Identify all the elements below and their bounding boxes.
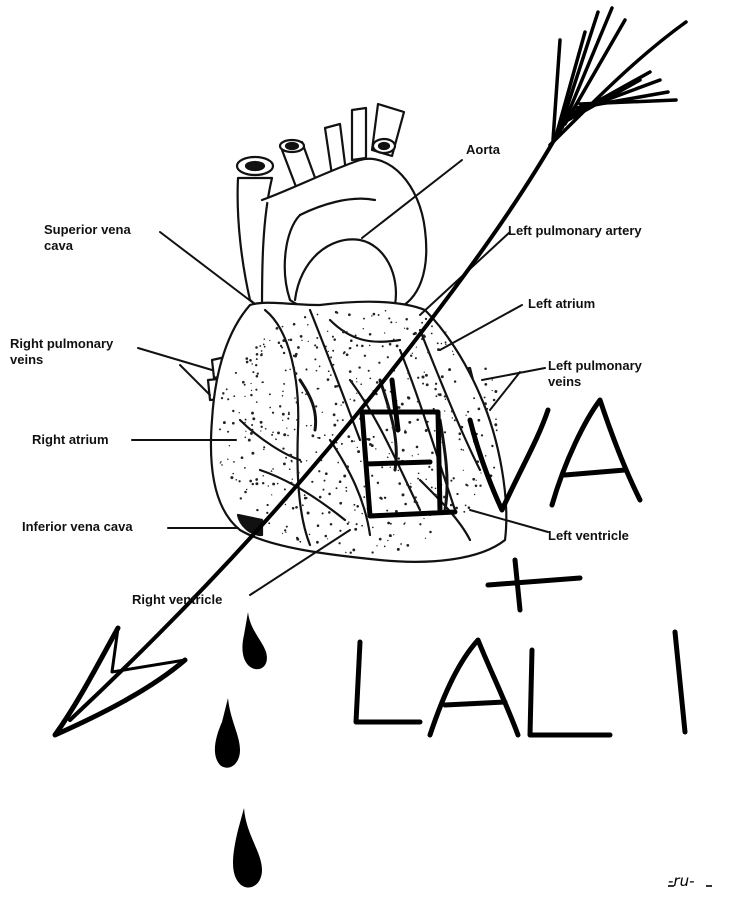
blood-drops [214, 612, 267, 888]
letter-a-1 [549, 397, 643, 508]
label-inferior-vena-cava: Inferior vena cava [22, 519, 133, 534]
label-right-ventricle: Right ventricle [132, 592, 223, 607]
arrow-drawing [52, 6, 688, 738]
label-left-ventricle: Left ventricle [548, 528, 629, 543]
handwriting-strokes [353, 377, 688, 738]
label-left-pulmonary-veins: Left pulmonary veins [548, 358, 642, 389]
label-superior-vena-cava: Superior vena cava [44, 222, 131, 253]
letter-i [672, 629, 688, 735]
drop-2 [214, 698, 240, 768]
letter-l-1 [353, 639, 423, 725]
leader-lines [131, 159, 549, 596]
aortic-arch [260, 157, 428, 316]
arrow-head [52, 625, 188, 738]
label-aorta: Aorta [466, 142, 500, 157]
plus-sign [485, 557, 583, 613]
arrow-shaft [68, 128, 562, 722]
label-left-pulmonary-artery: Left pulmonary artery [508, 223, 642, 238]
signature: -ru- [668, 872, 695, 890]
label-right-pulmonary-veins: Right pulmonary veins [10, 336, 114, 367]
heart-illustration [206, 102, 508, 563]
label-right-atrium: Right atrium [32, 432, 109, 447]
letter-v [467, 407, 551, 513]
letter-a-2 [427, 637, 521, 738]
label-left-atrium: Left atrium [528, 296, 596, 311]
letter-e [359, 377, 458, 519]
letter-l-2 [527, 647, 613, 738]
drop-3 [233, 808, 262, 888]
heart-stipple [218, 310, 498, 554]
drop-1 [242, 612, 267, 670]
arrow-fletching [548, 6, 688, 147]
